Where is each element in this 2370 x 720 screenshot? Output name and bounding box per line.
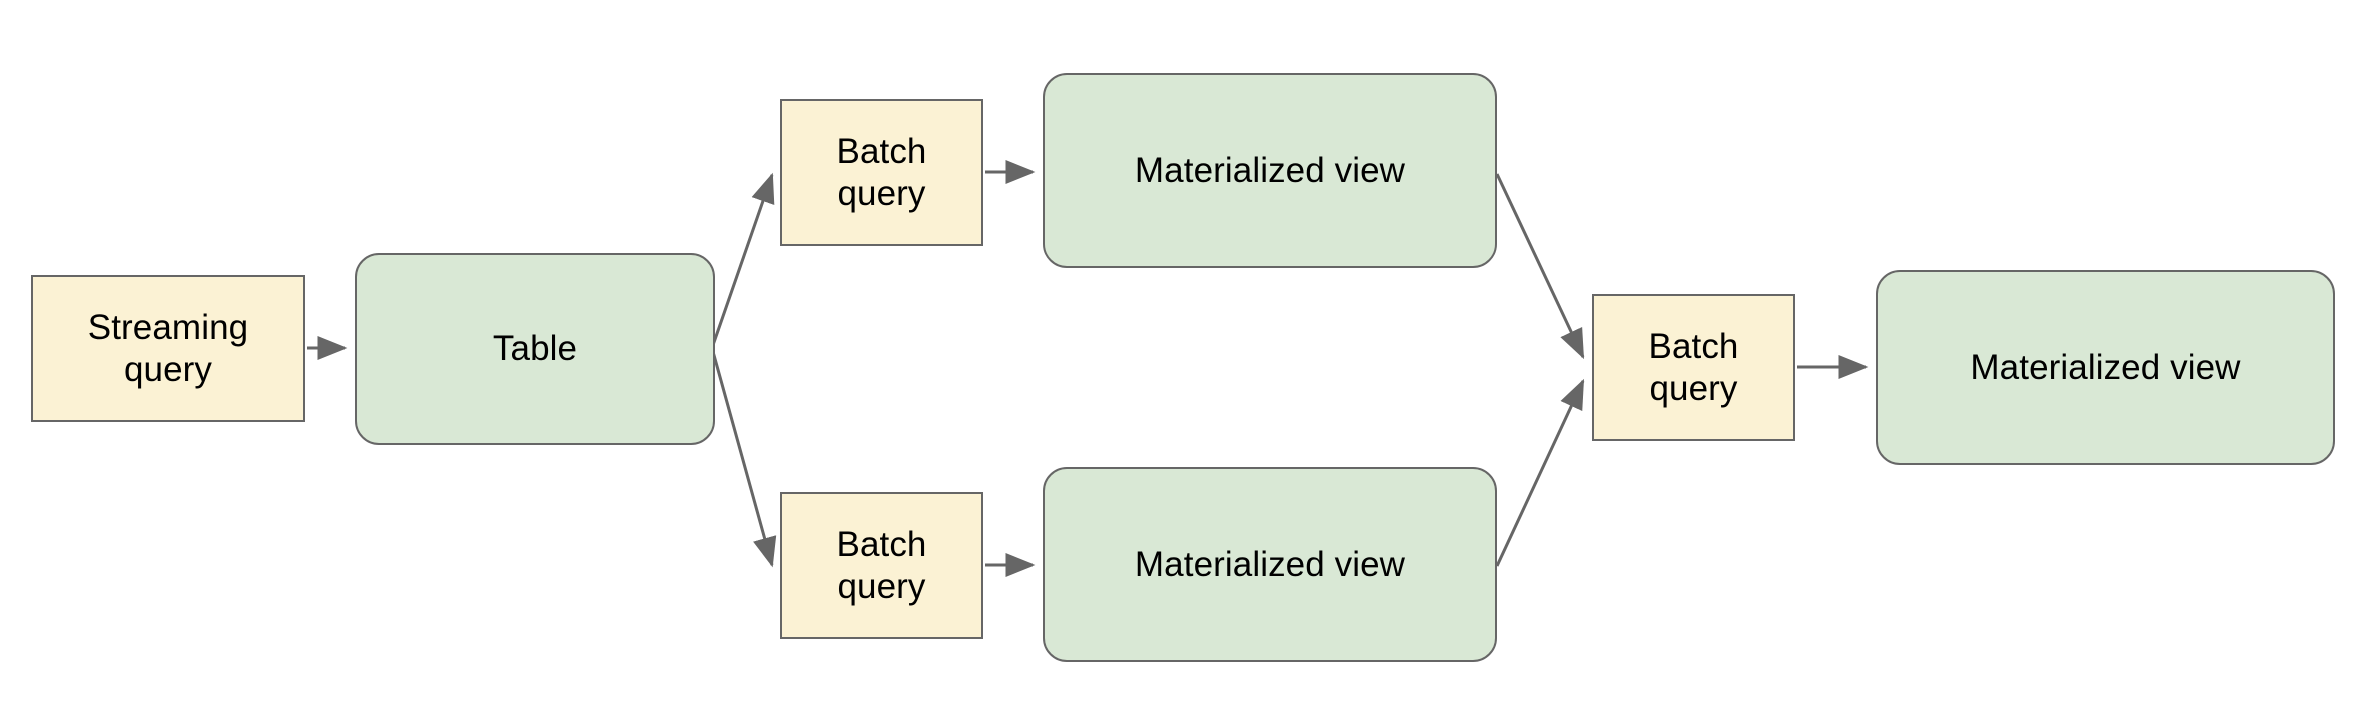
node-table[interactable]: Table (355, 253, 715, 445)
edge-materialized-view-bottom-to-batch-query-join (1495, 378, 1585, 567)
node-batch-query-join[interactable]: Batch query (1592, 294, 1795, 441)
node-materialized-view-top[interactable]: Materialized view (1043, 73, 1497, 268)
node-batch-query-join-label: Batch query (1648, 327, 1739, 408)
edge-materialized-view-top-to-batch-query-join (1495, 173, 1585, 360)
edge-table-to-batch-query-top (710, 172, 775, 349)
node-materialized-view-bottom-label: Materialized view (1134, 544, 1406, 584)
node-batch-query-top[interactable]: Batch query (780, 99, 983, 246)
node-batch-query-bottom-label: Batch query (836, 525, 927, 606)
node-streaming-query-label: Streaming query (87, 308, 249, 389)
node-table-label: Table (492, 329, 578, 369)
node-materialized-view-top-label: Materialized view (1134, 150, 1406, 190)
node-streaming-query[interactable]: Streaming query (31, 275, 305, 422)
node-materialized-view-bottom[interactable]: Materialized view (1043, 467, 1497, 662)
node-materialized-view-final-label: Materialized view (1970, 347, 2241, 387)
edge-table-to-batch-query-bottom (710, 347, 777, 568)
node-materialized-view-final[interactable]: Materialized view (1876, 270, 2335, 465)
node-batch-query-bottom[interactable]: Batch query (780, 492, 983, 639)
node-batch-query-top-label: Batch query (836, 132, 927, 213)
